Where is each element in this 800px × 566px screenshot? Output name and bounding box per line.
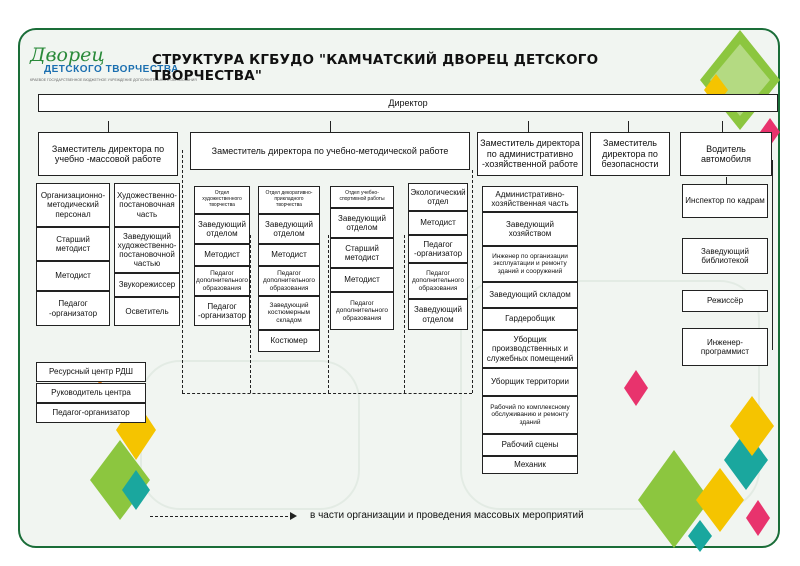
connector-line <box>722 121 723 132</box>
admin-col-item: Рабочий по комплексному обслуживанию и р… <box>482 396 578 434</box>
dashed-link <box>250 235 251 393</box>
mass-col2-item: Осветитель <box>114 297 180 326</box>
deputy-mass-box: Заместитель директора по учебно -массово… <box>38 132 178 176</box>
deputy-method-box: Заместитель директора по учебно-методиче… <box>190 132 470 170</box>
mass-col1-item: Старший методист <box>36 227 110 261</box>
method-col4-header: Экологический отдел <box>408 183 468 211</box>
logo-text: Дворец <box>30 44 105 66</box>
connector-line <box>726 177 727 185</box>
method-col1-item: Заведующий отделом <box>194 214 250 244</box>
admin-col-item: Механик <box>482 456 578 474</box>
method-col2-item: Заведующий костюмерным складом <box>258 296 320 330</box>
rdsh-item: Руководитель центра <box>36 383 146 403</box>
method-col4-item: Педагог дополнительного образования <box>408 263 468 299</box>
connector-line <box>108 121 109 132</box>
admin-col-item: Заведующий складом <box>482 282 578 308</box>
dashed-link <box>472 170 473 393</box>
admin-col-item: Заведующий хозяйством <box>482 212 578 246</box>
admin-col-item: Рабочий сцены <box>482 434 578 456</box>
mass-col1-item: Методист <box>36 261 110 291</box>
director-box: Директор <box>38 94 778 112</box>
logo-caption: КРАЕВОЕ ГОСУДАРСТВЕННОЕ БЮДЖЕТНОЕ УЧРЕЖД… <box>30 78 197 82</box>
method-col4-item: Методист <box>408 211 468 235</box>
method-col3-item: Методист <box>330 268 394 292</box>
method-col1-item: Методист <box>194 244 250 266</box>
admin-col-header: Административно-хозяйственная часть <box>482 186 578 212</box>
background-shape <box>460 280 760 510</box>
mass-col2-header: Художественно-постановочная часть <box>114 183 180 227</box>
deputy-admin-box: Заместитель директора по административно… <box>477 132 583 176</box>
right-col-item: Инженер-программист <box>682 328 768 366</box>
page-title: СТРУКТУРА КГБУДО "КАМЧАТСКИЙ ДВОРЕЦ ДЕТС… <box>152 52 599 84</box>
mass-col2-item: Заведующий художественно-постановочной ч… <box>114 227 180 273</box>
method-col3-header: Отдел учебно-спортивной работы <box>330 186 394 208</box>
diamond-yellow <box>696 468 744 532</box>
right-col-item: Инспектор по кадрам <box>682 184 768 218</box>
admin-col-item: Уборщик территории <box>482 368 578 396</box>
method-col1-header: Отдел художественного творчества <box>194 186 250 214</box>
method-col2-item: Заведующий отделом <box>258 214 320 244</box>
connector-line <box>772 160 773 350</box>
method-col1-item: Педагог дополнительного образования <box>194 266 250 296</box>
admin-col-item: Инженер по организации эксплуатации и ре… <box>482 246 578 282</box>
connector-line <box>330 121 331 132</box>
method-col1-item: Педагог -организатор <box>194 296 250 326</box>
diamond-pink <box>624 370 648 406</box>
dashed-link <box>182 150 183 393</box>
diamond-teal <box>122 470 150 510</box>
method-col3-item: Старший методист <box>330 238 394 268</box>
rdsh-item: Педагог-организатор <box>36 403 146 423</box>
method-col2-item: Методист <box>258 244 320 266</box>
right-col-item: Режиссёр <box>682 290 768 312</box>
mass-col2-item: Звукорежиссер <box>114 273 180 297</box>
diamond-pink <box>746 500 770 536</box>
driver-box: Водитель автомобиля <box>680 132 772 176</box>
admin-col-item: Уборщик производственных и служебных пом… <box>482 330 578 368</box>
mass-col1-item: Педагог -организатор <box>36 291 110 326</box>
method-col4-item: Педагог -организатор <box>408 235 468 263</box>
method-col2-item: Костюмер <box>258 330 320 352</box>
dashed-link <box>182 393 472 394</box>
right-col-item: Заведующий библиотекой <box>682 238 768 274</box>
connector-line <box>628 121 629 132</box>
legend-dashed-line <box>150 516 288 517</box>
legend-arrow <box>290 512 297 520</box>
logo-subtext: ДЕТСКОГО ТВОРЧЕСТВА <box>44 64 179 75</box>
diamond-yellow <box>730 396 774 456</box>
dashed-link <box>328 235 329 393</box>
method-col3-item: Заведующий отделом <box>330 208 394 238</box>
method-col4-item: Заведующий отделом <box>408 299 468 330</box>
deputy-security-box: Заместитель директора по безопасности <box>590 132 670 176</box>
dashed-link <box>404 235 405 393</box>
method-col2-item: Педагог дополнительного образования <box>258 266 320 296</box>
diamond-green <box>638 450 710 548</box>
rdsh-item: Ресурсный центр РДШ <box>36 362 146 382</box>
diamond-teal <box>688 520 712 552</box>
mass-col1-header: Организационно-методический персонал <box>36 183 110 227</box>
legend-text: в части организации и проведения массовы… <box>310 510 584 521</box>
connector-line <box>528 121 529 132</box>
admin-col-item: Гардеробщик <box>482 308 578 330</box>
method-col3-item: Педагог дополнительного образования <box>330 292 394 330</box>
method-col2-header: Отдел декоративно-прикладного творчества <box>258 186 320 214</box>
